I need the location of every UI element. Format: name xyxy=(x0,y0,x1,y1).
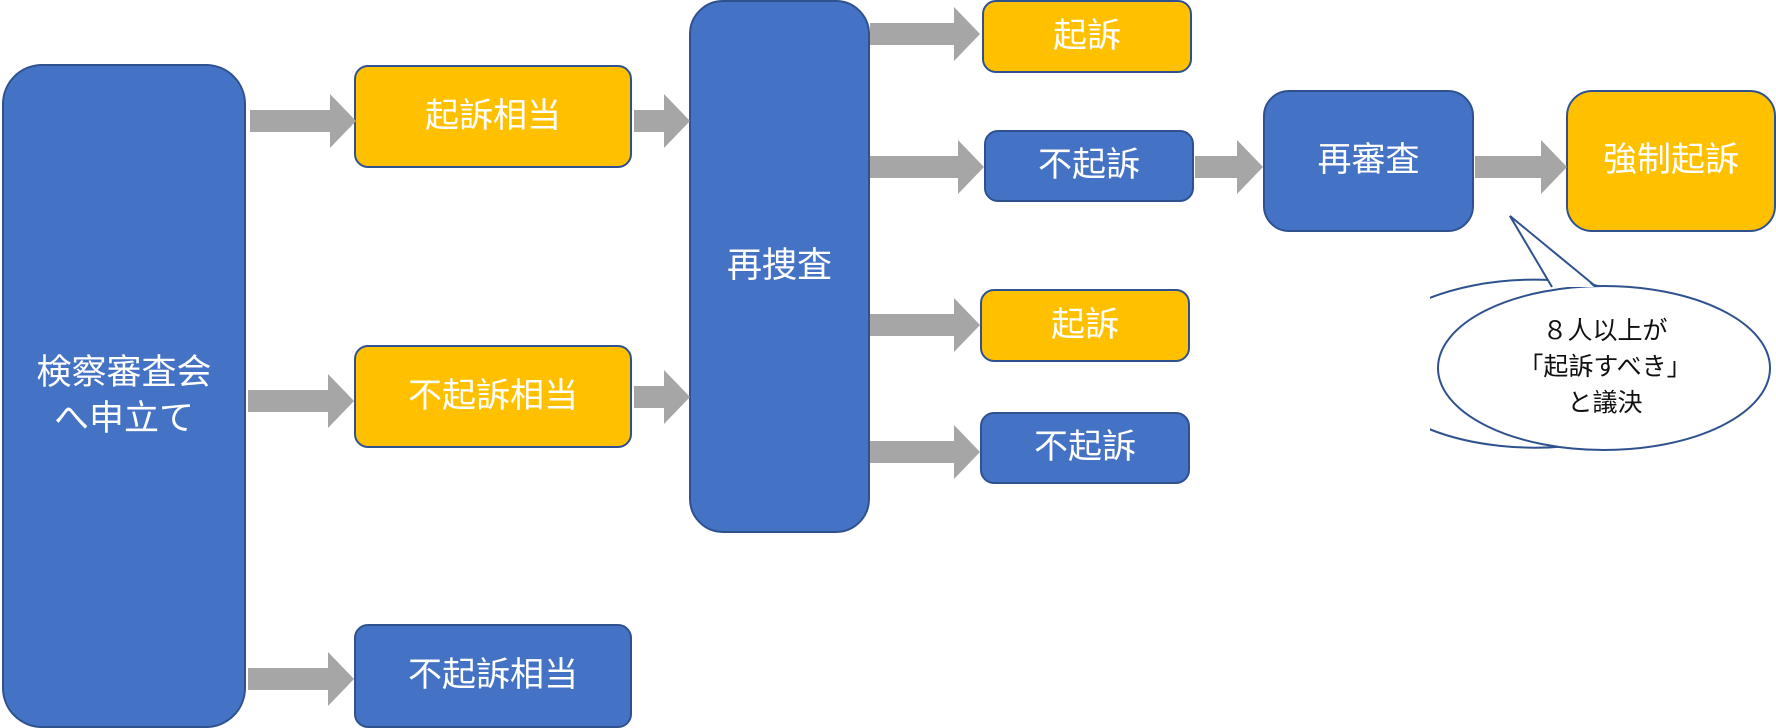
indict-b-label: 起訴 xyxy=(1051,304,1119,345)
reinvestigation-label: 再捜査 xyxy=(726,245,832,286)
arrow-non-indict-a-to-rereview xyxy=(1195,140,1263,194)
arrow-to-indict-b xyxy=(870,298,980,352)
rereview-label: 再審査 xyxy=(1317,140,1420,181)
indict-a-box: 起訴 xyxy=(982,0,1192,73)
non-indict-b-label: 不起訴 xyxy=(1034,427,1136,468)
reinvestigation-box: 再捜査 xyxy=(689,0,870,533)
arrow-to-non-indict-appropriate xyxy=(248,652,354,706)
arrow-rereview-to-mandatory-indictment xyxy=(1475,140,1567,194)
non-indict-improper-label: 不起訴相当 xyxy=(408,375,578,416)
callout-line3: と議決 xyxy=(1567,388,1643,417)
callout-line2: 「起訴すべき」 xyxy=(1518,352,1692,381)
arrow-non-indict-improper-to-reinvestigation xyxy=(634,370,690,424)
non-indict-improper-box: 不起訴相当 xyxy=(354,345,632,448)
application-box: 検察審査会 へ申立て xyxy=(2,64,246,728)
non-indict-appropriate-box: 不起訴相当 xyxy=(354,624,632,728)
indict-appropriate-box: 起訴相当 xyxy=(354,65,632,168)
mandatory-indictment-box: 強制起訴 xyxy=(1566,90,1776,232)
indict-b-box: 起訴 xyxy=(980,289,1190,362)
non-indict-a-box: 不起訴 xyxy=(984,130,1194,202)
non-indict-b-box: 不起訴 xyxy=(980,412,1190,484)
mandatory-indictment-label: 強制起訴 xyxy=(1603,140,1739,181)
arrow-to-indict-a xyxy=(870,7,980,61)
arrow-to-non-indict-improper xyxy=(248,374,354,428)
vote-callout-text: ８人以上が 「起訴すべき」 と議決 xyxy=(1440,313,1770,421)
non-indict-a-label: 不起訴 xyxy=(1038,145,1140,186)
non-indict-appropriate-label: 不起訴相当 xyxy=(408,655,578,696)
arrow-indict-appropriate-to-reinvestigation xyxy=(634,94,690,148)
rereview-box: 再審査 xyxy=(1263,90,1474,232)
application-line1: 検察審査会 xyxy=(36,353,212,393)
arrow-to-non-indict-b xyxy=(870,425,980,479)
callout-line1: ８人以上が xyxy=(1542,316,1668,345)
indict-a-label: 起訴 xyxy=(1053,15,1121,56)
application-line2: へ申立て xyxy=(53,399,194,439)
indict-appropriate-label: 起訴相当 xyxy=(425,95,561,136)
arrow-to-indict-appropriate xyxy=(250,94,356,148)
arrow-to-non-indict-a xyxy=(870,140,984,194)
